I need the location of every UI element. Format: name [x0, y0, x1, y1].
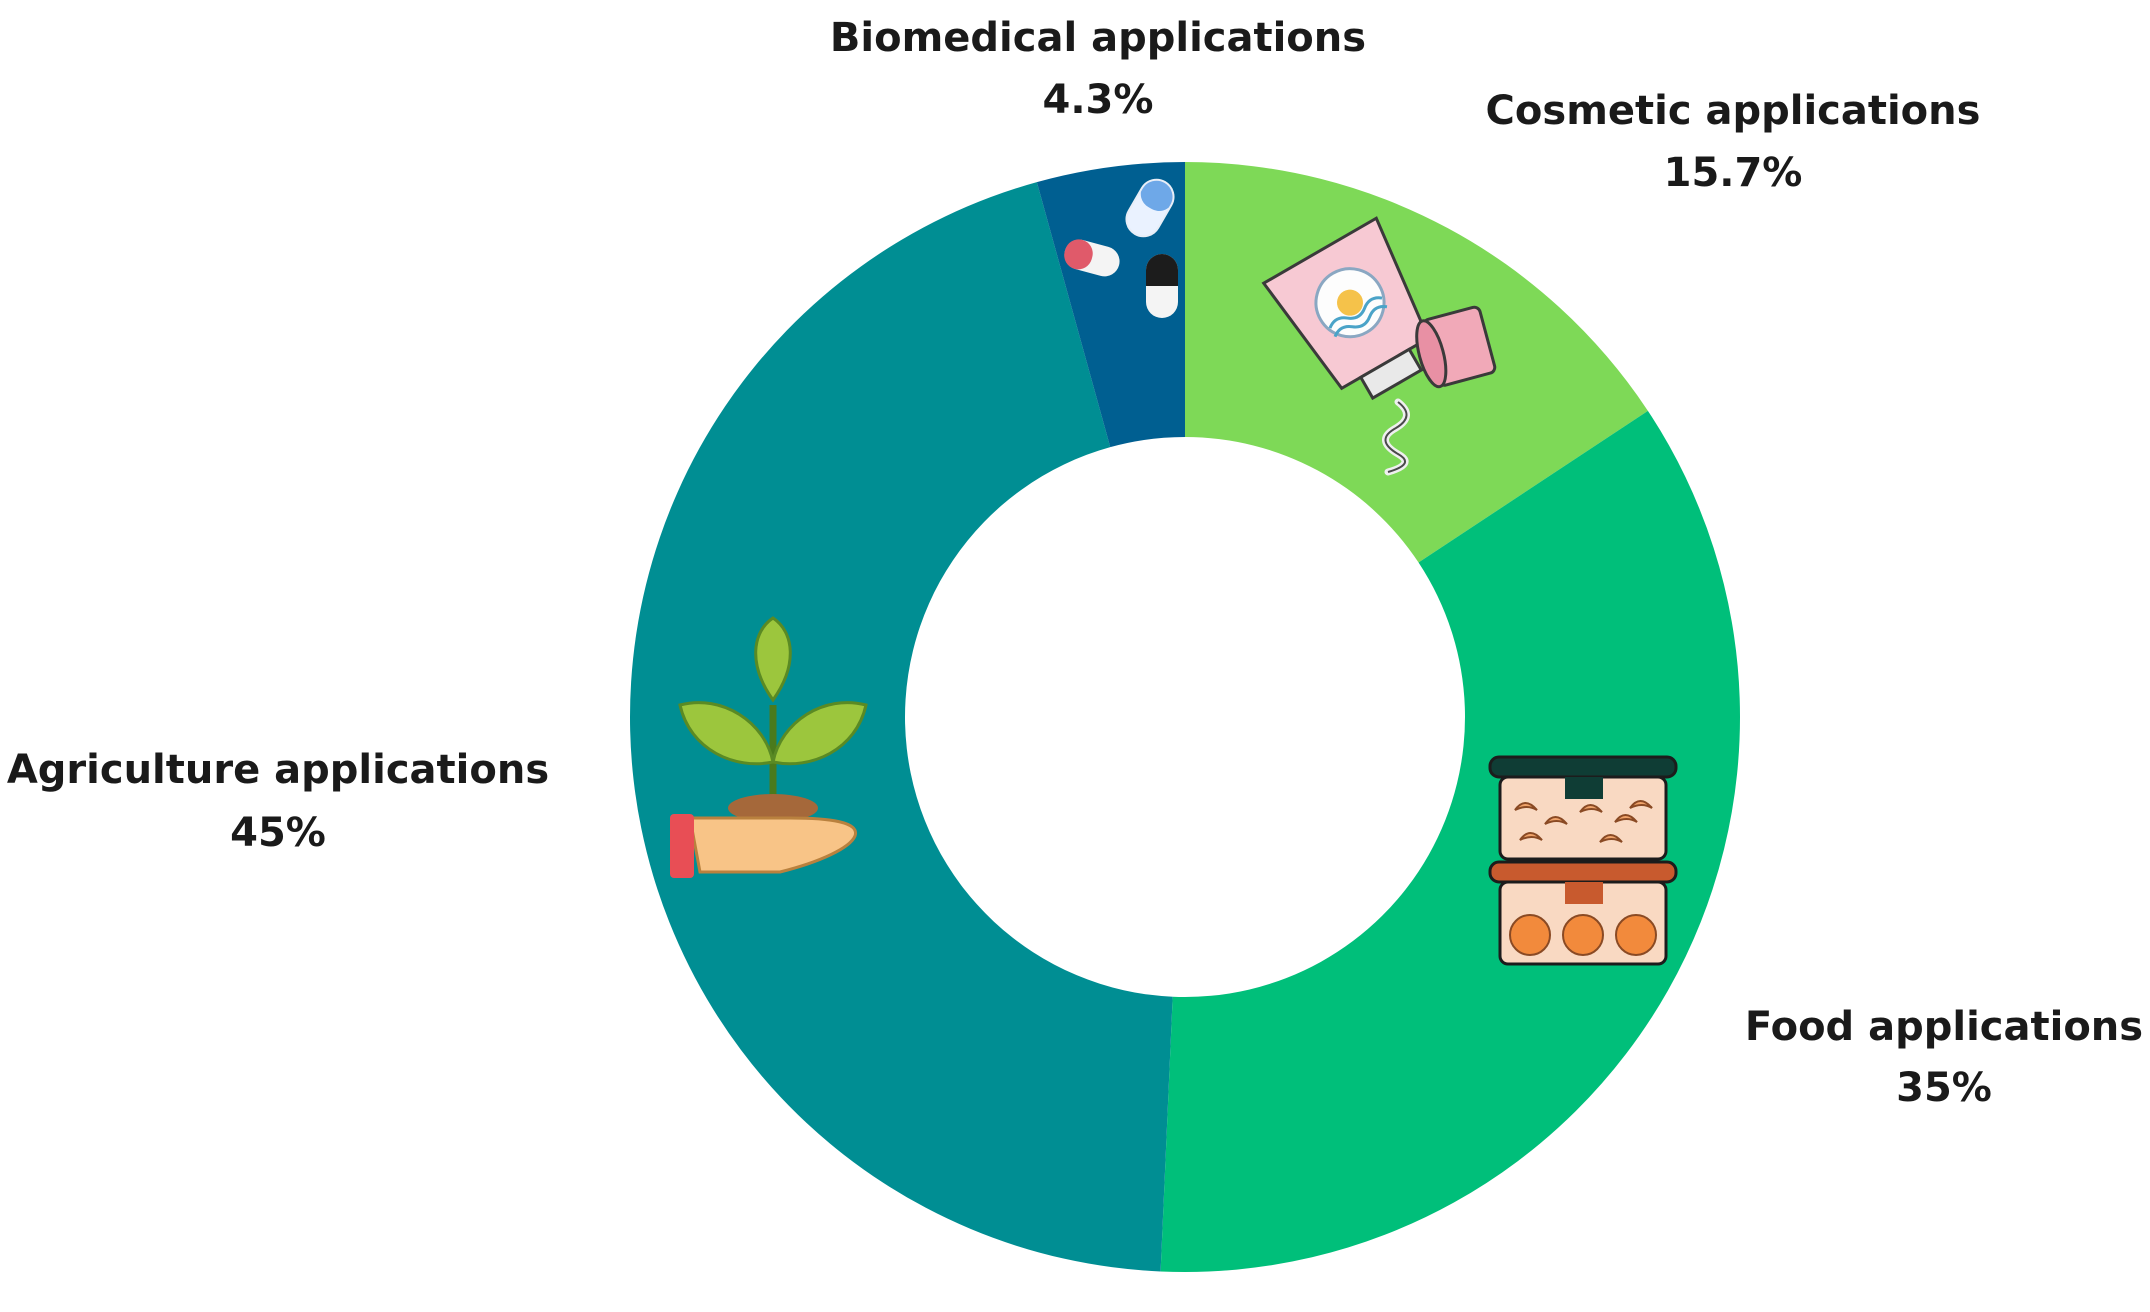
- donut-slices: [629, 162, 1741, 1272]
- slice-value-food: 35%: [1896, 1065, 1992, 1111]
- pills-icon: [1064, 178, 1178, 318]
- cosmetic-tube-icon: [1261, 216, 1497, 476]
- slice-value-agriculture: 45%: [230, 810, 326, 856]
- slice-label-cosmetic: Cosmetic applications: [1486, 88, 1981, 134]
- slice-label-food: Food applications: [1745, 1004, 2143, 1050]
- slice-agriculture: [629, 182, 1173, 1272]
- food-containers-icon: [1488, 755, 1678, 966]
- slice-value-cosmetic: 15.7%: [1664, 150, 1803, 196]
- slice-value-biomedical: 4.3%: [1043, 77, 1154, 123]
- slice-label-biomedical: Biomedical applications: [830, 15, 1366, 61]
- slice-label-agriculture: Agriculture applications: [7, 747, 549, 793]
- slice-food: [1160, 410, 1741, 1272]
- plant-in-hand-icon: [670, 616, 868, 878]
